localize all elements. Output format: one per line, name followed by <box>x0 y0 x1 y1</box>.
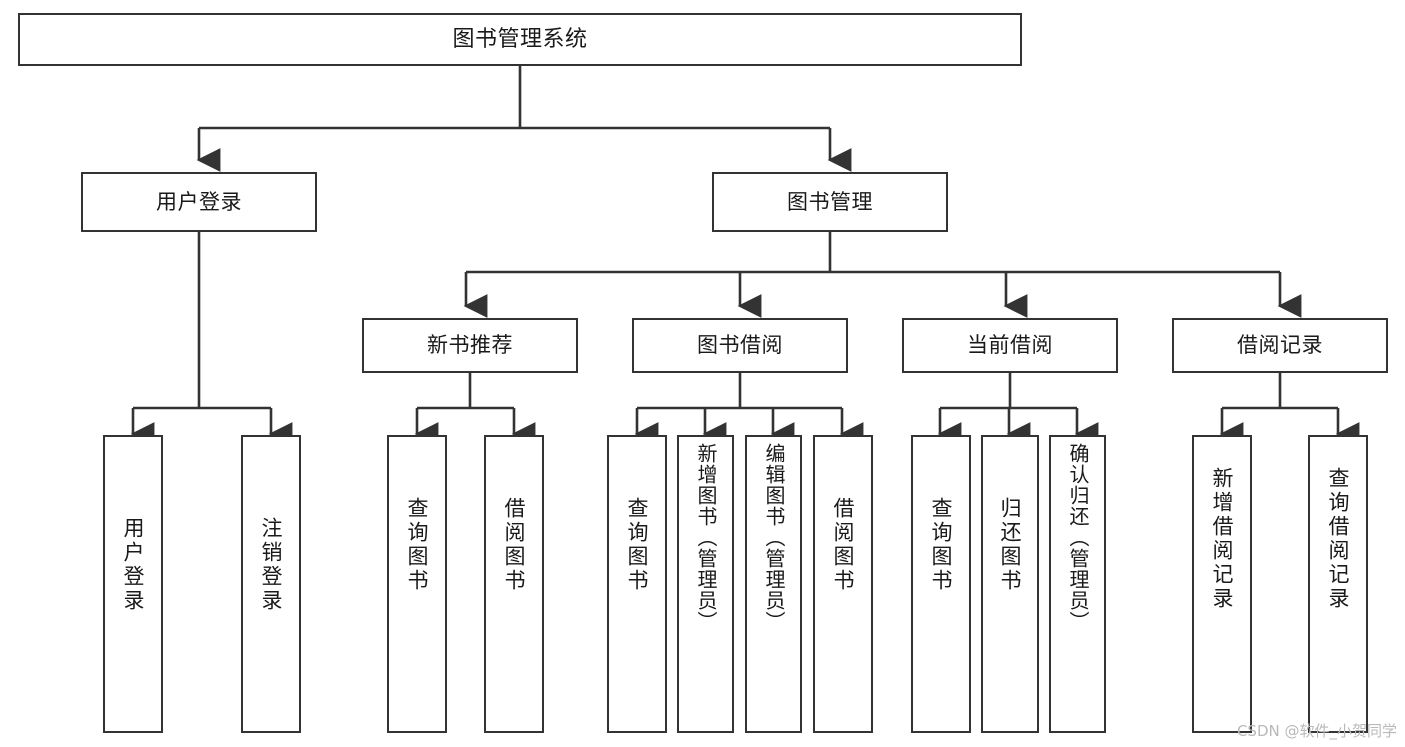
node-label: 当前借阅 <box>967 333 1053 358</box>
leaf-borrow-record-add[interactable]: 新增借阅记录 <box>1192 435 1252 733</box>
leaf-user-login-login[interactable]: 用户登录 <box>103 435 163 733</box>
leaf-current-borrow-confirm[interactable]: 确认归还（管理员） <box>1049 435 1106 733</box>
node-label: 图书借阅 <box>697 333 783 358</box>
node-label: 查询图书 <box>929 497 954 593</box>
node-label: 确认归还（管理员） <box>1066 443 1090 632</box>
node-borrow-record[interactable]: 借阅记录 <box>1172 318 1388 373</box>
node-label: 查询图书 <box>625 497 650 593</box>
node-label: 注销登录 <box>259 517 284 613</box>
leaf-book-borrow-query[interactable]: 查询图书 <box>607 435 667 733</box>
leaf-new-book-borrow[interactable]: 借阅图书 <box>484 435 544 733</box>
node-label: 用户登录 <box>156 189 242 214</box>
leaf-current-borrow-return[interactable]: 归还图书 <box>981 435 1039 733</box>
node-label: 查询图书 <box>405 497 430 593</box>
node-label: 用户登录 <box>121 517 146 613</box>
node-root-system[interactable]: 图书管理系统 <box>18 13 1022 66</box>
node-label: 新增图书（管理员） <box>694 443 718 632</box>
node-current-borrow[interactable]: 当前借阅 <box>902 318 1118 373</box>
leaf-current-borrow-query[interactable]: 查询图书 <box>911 435 971 733</box>
node-new-book-recommend[interactable]: 新书推荐 <box>362 318 578 373</box>
node-label: 新增借阅记录 <box>1210 467 1235 611</box>
node-label: 借阅记录 <box>1237 333 1323 358</box>
node-label: 借阅图书 <box>831 497 856 593</box>
leaf-new-book-query[interactable]: 查询图书 <box>387 435 447 733</box>
leaf-book-borrow-add[interactable]: 新增图书（管理员） <box>677 435 734 733</box>
node-user-login[interactable]: 用户登录 <box>81 172 317 232</box>
csdn-watermark: CSDN @软件_小贺同学 <box>1236 722 1397 740</box>
node-label: 查询借阅记录 <box>1326 467 1351 611</box>
node-label: 借阅图书 <box>502 497 527 593</box>
node-label: 归还图书 <box>998 497 1023 593</box>
node-label: 图书管理系统 <box>452 26 588 52</box>
node-label: 图书管理 <box>787 189 873 214</box>
leaf-user-login-logout[interactable]: 注销登录 <box>241 435 301 733</box>
node-book-management[interactable]: 图书管理 <box>712 172 948 232</box>
leaf-book-borrow-lend[interactable]: 借阅图书 <box>813 435 873 733</box>
leaf-borrow-record-query[interactable]: 查询借阅记录 <box>1308 435 1368 733</box>
leaf-book-borrow-edit[interactable]: 编辑图书（管理员） <box>745 435 802 733</box>
node-label: 新书推荐 <box>427 333 513 358</box>
node-book-borrow[interactable]: 图书借阅 <box>632 318 848 373</box>
node-label: 编辑图书（管理员） <box>762 443 786 632</box>
